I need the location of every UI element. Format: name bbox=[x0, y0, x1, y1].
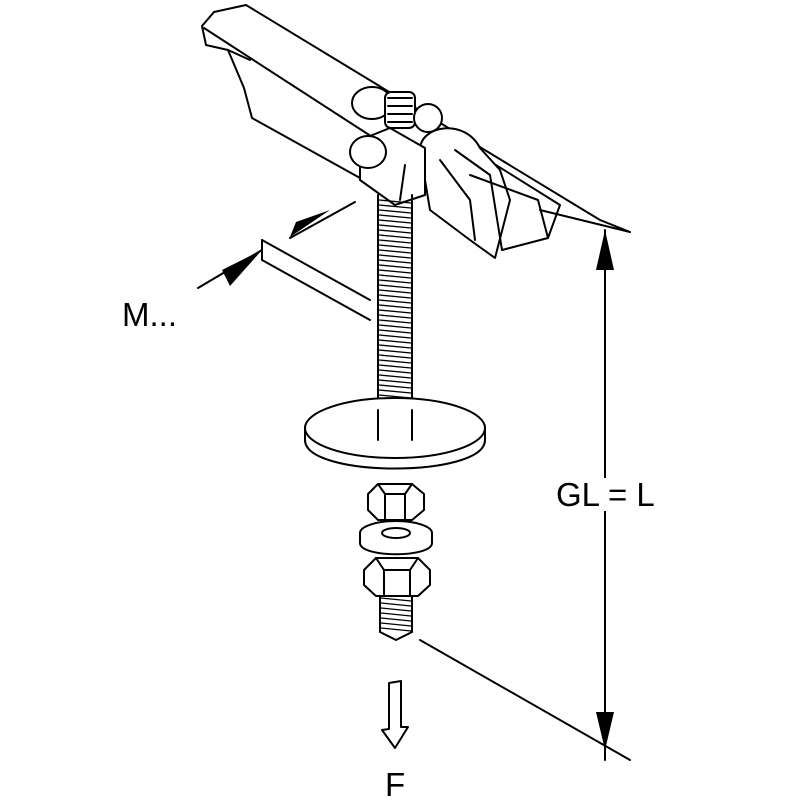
force-arrow-icon bbox=[381, 680, 409, 749]
large-washer bbox=[304, 397, 486, 470]
clamp-bracket bbox=[349, 86, 549, 259]
thread-size-label: M... bbox=[122, 296, 177, 333]
length-label: GL = L bbox=[552, 478, 659, 511]
lower-nut bbox=[363, 557, 431, 597]
force-label: F bbox=[385, 766, 406, 803]
mounting-rail bbox=[201, 4, 631, 251]
rod-end bbox=[379, 595, 413, 641]
thread-diameter-dimension bbox=[197, 201, 371, 321]
small-washer bbox=[359, 520, 433, 556]
upper-nut bbox=[367, 483, 425, 521]
